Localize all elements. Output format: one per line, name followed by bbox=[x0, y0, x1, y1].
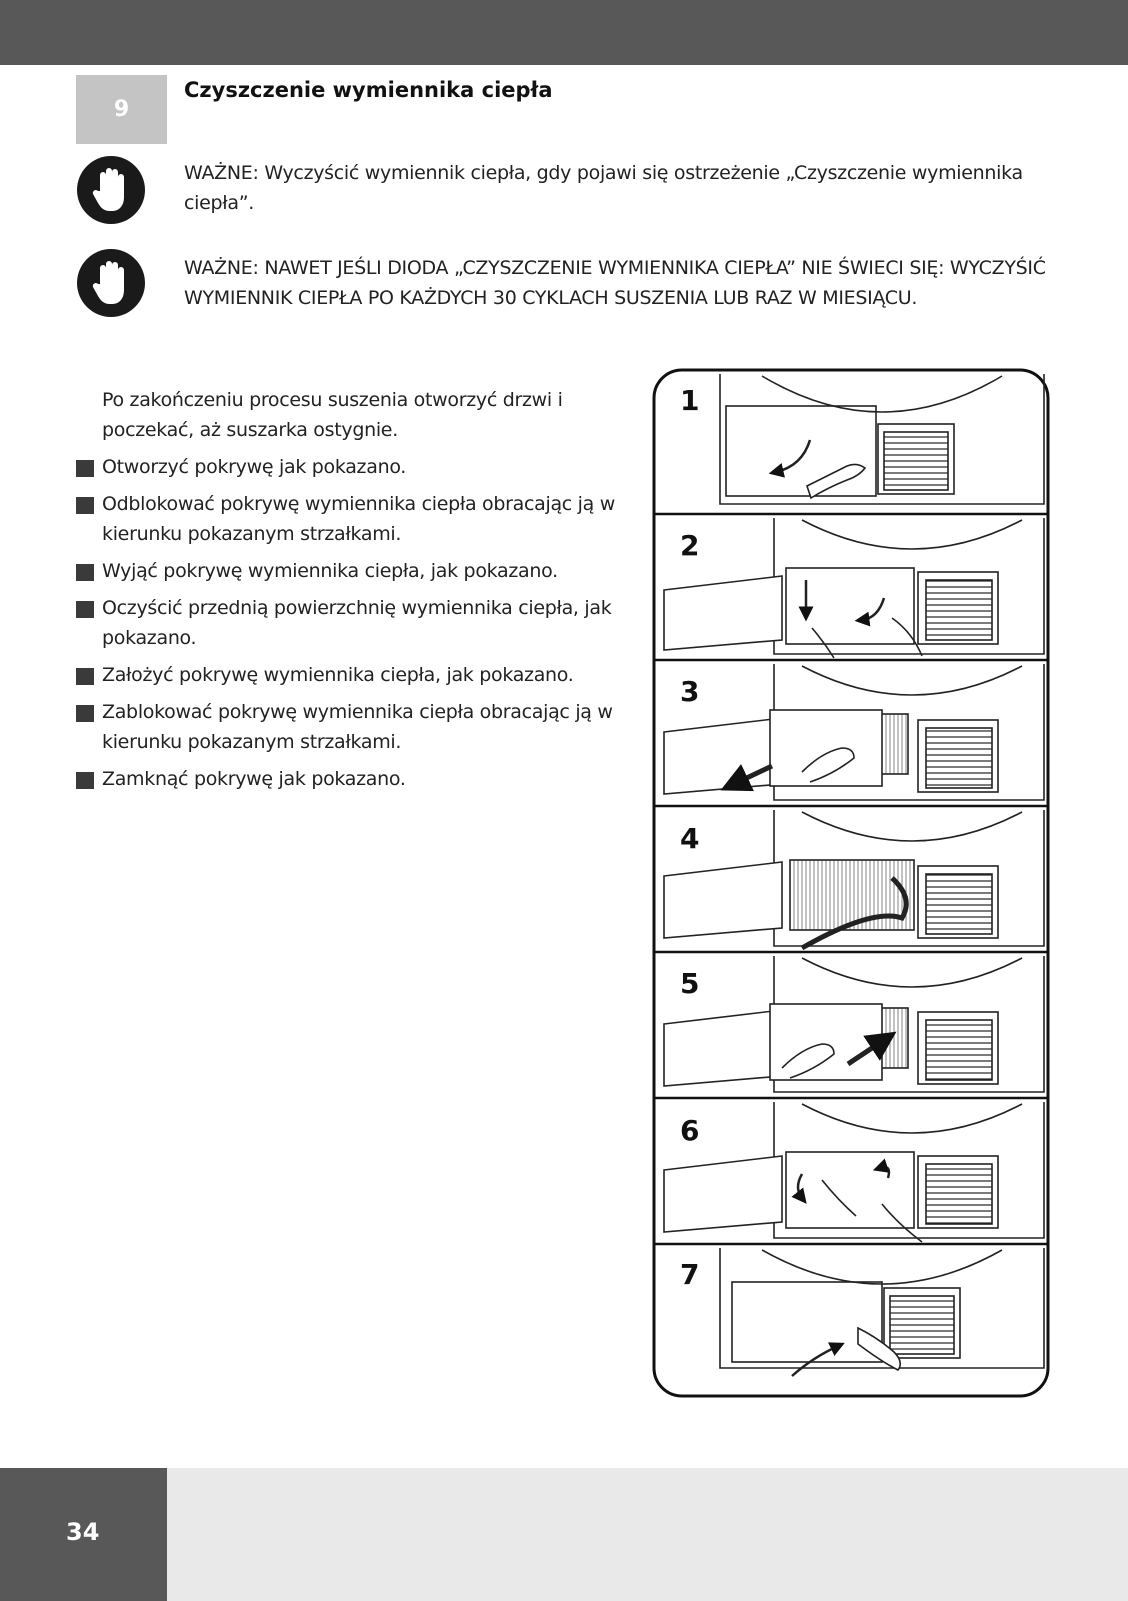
list-item: Odblokować pokrywę wymiennika ciepła obr… bbox=[76, 489, 646, 549]
header-bar bbox=[0, 0, 1128, 65]
panel-label: 4 bbox=[680, 822, 699, 855]
list-item: Wyjąć pokrywę wymiennika ciepła, jak pok… bbox=[76, 556, 646, 586]
bullet-square-icon bbox=[76, 564, 94, 581]
list-item: Zamknąć pokrywę jak pokazano. bbox=[76, 764, 646, 794]
section-number: 9 bbox=[76, 75, 167, 144]
panel-1-drawing bbox=[719, 374, 1045, 505]
panel-2-drawing bbox=[663, 518, 1045, 659]
bullet-square-icon bbox=[76, 705, 94, 722]
bullet-square-icon bbox=[76, 497, 94, 514]
panel-4-drawing bbox=[663, 810, 1045, 951]
page-number: 34 bbox=[66, 1518, 100, 1546]
panel-label: 5 bbox=[680, 967, 699, 1000]
warning-text-1: WAŻNE: Wyczyścić wymiennik ciepła, gdy p… bbox=[184, 162, 1023, 214]
panel-6-drawing bbox=[663, 1102, 1045, 1243]
panel-label: 7 bbox=[680, 1258, 699, 1291]
panel-label: 6 bbox=[680, 1114, 699, 1147]
list-item: Oczyścić przednią powierzchnię wymiennik… bbox=[76, 593, 646, 653]
stop-hand-icon bbox=[77, 249, 145, 317]
section-title: Czyszczenie wymiennika ciepła bbox=[184, 78, 553, 102]
intro-text: Po zakończeniu procesu suszenia otworzyć… bbox=[102, 389, 563, 441]
warning-text-2: WAŻNE: NAWET JEŚLI DIODA „CZYSZCZENIE WY… bbox=[184, 257, 1046, 309]
heat-exchanger-cleaning-illustration: 1 2 3 4 5 6 7 bbox=[652, 368, 1050, 1398]
page-number-box: 34 bbox=[0, 1468, 167, 1601]
bullet-square-icon bbox=[76, 601, 94, 618]
list-item: Założyć pokrywę wymiennika ciepła, jak p… bbox=[76, 660, 646, 690]
bullet-square-icon bbox=[76, 460, 94, 477]
footer-band bbox=[0, 1468, 1128, 1601]
bullet-square-icon bbox=[76, 668, 94, 685]
bullet-square-icon bbox=[76, 772, 94, 789]
stop-hand-icon bbox=[77, 156, 145, 224]
panel-label: 3 bbox=[680, 675, 699, 708]
list-item: Zablokować pokrywę wymiennika ciepła obr… bbox=[76, 697, 646, 757]
panel-3-drawing bbox=[663, 664, 1045, 801]
step-list: Otworzyć pokrywę jak pokazano. Odblokowa… bbox=[76, 452, 646, 801]
panel-7-drawing bbox=[719, 1248, 1045, 1377]
panel-label: 1 bbox=[680, 384, 699, 417]
list-item: Otworzyć pokrywę jak pokazano. bbox=[76, 452, 646, 482]
panel-5-drawing bbox=[663, 956, 1045, 1093]
panel-label: 2 bbox=[680, 529, 699, 562]
